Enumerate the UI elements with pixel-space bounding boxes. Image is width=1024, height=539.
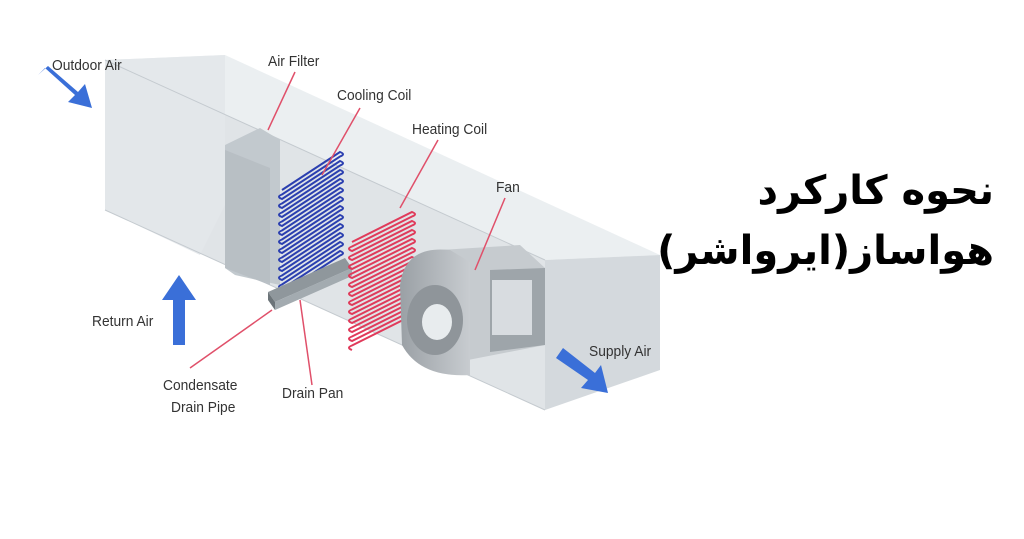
heating-coil-tube [348, 210, 416, 351]
outdoor-air-arrow [38, 66, 92, 108]
title-line-1: نحوه کارکرد [757, 168, 994, 214]
air-handler-diagram: Outdoor Air Air Filter Cooling Coil Heat… [38, 54, 660, 417]
drain-pan [268, 258, 352, 310]
label-fan: Fan [496, 180, 520, 197]
label-air-filter: Air Filter [268, 54, 320, 71]
cooling-coil-tube [278, 150, 344, 299]
label-drain-pipe: Drain Pipe [171, 400, 235, 417]
label-cooling-coil: Cooling Coil [337, 88, 411, 105]
heating-coil [348, 210, 416, 351]
return-air-arrow [162, 275, 196, 345]
label-outdoor-air: Outdoor Air [52, 58, 122, 75]
title-line-2: هواساز(ایرواشر) [657, 228, 994, 274]
leader-lines [189, 71, 506, 386]
duct-housing [104, 55, 660, 411]
cooling-coil [278, 150, 344, 299]
label-supply-air: Supply Air [589, 344, 651, 361]
label-drain-pan: Drain Pan [282, 386, 343, 403]
label-condensate: Condensate [163, 378, 237, 395]
air-filter [225, 128, 280, 285]
supply-air-arrow [556, 348, 608, 393]
label-heating-coil: Heating Coil [412, 122, 487, 139]
label-return-air: Return Air [92, 314, 154, 331]
fan [400, 245, 545, 376]
